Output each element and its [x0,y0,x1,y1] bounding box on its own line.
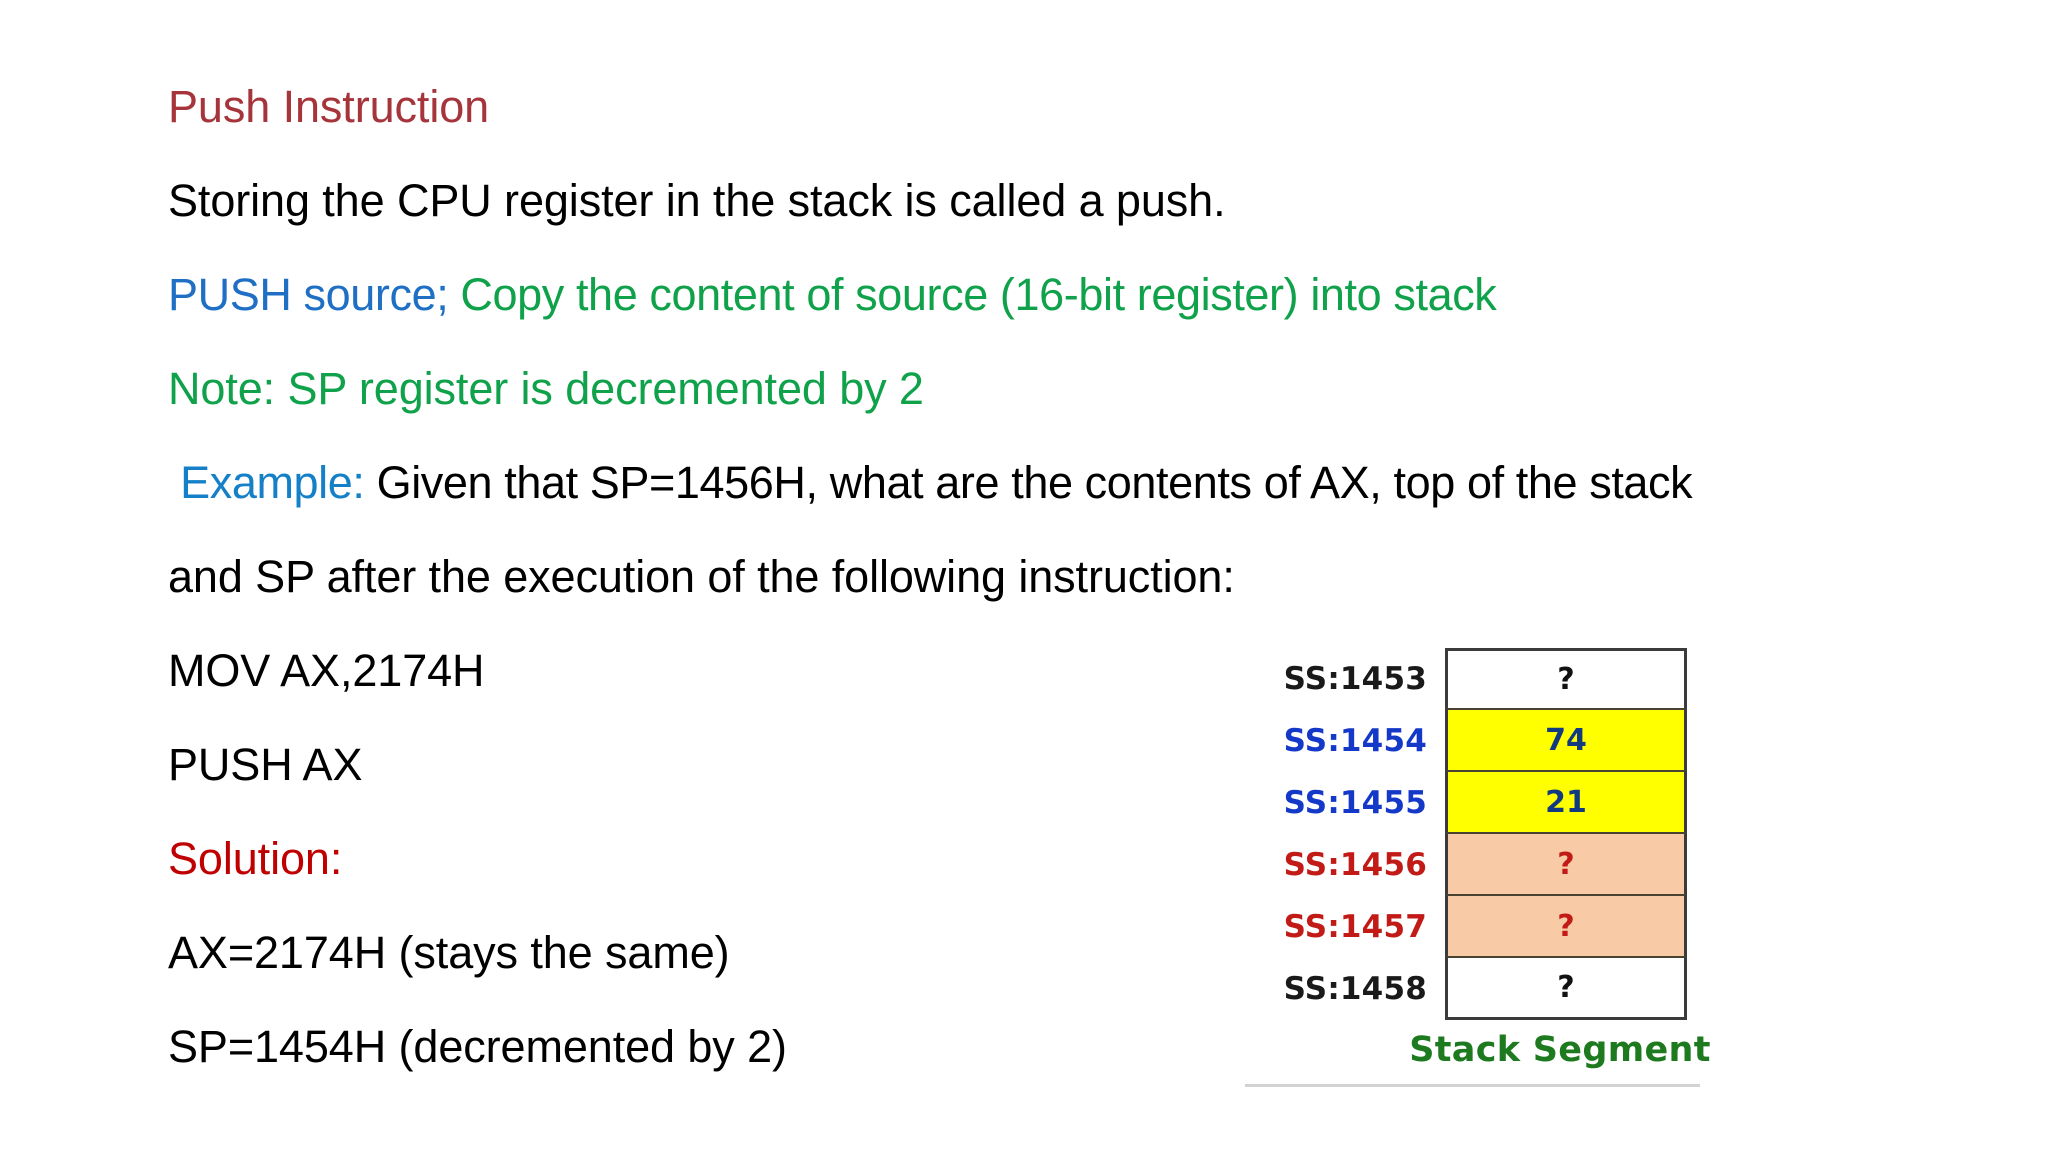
text-segment: Example: [168,457,377,508]
text-line-title: Push Instruction [168,60,1298,154]
text-segment: Push Instruction [168,81,490,132]
stack-diagram-underline [1245,1084,1700,1087]
stack-row: SS:1458? [1245,956,1725,1020]
stack-address-label: SS:1455 [1283,785,1427,821]
text-line-note: Note: SP register is decremented by 2 [168,342,1298,436]
text-segment: Note: SP register is decremented by 2 [168,363,924,414]
stack-address-label: SS:1457 [1283,909,1427,945]
stack-address-label: SS:1454 [1283,723,1427,759]
stack-cell-value: ? [1445,956,1687,1020]
text-segment: Solution: [168,833,343,884]
text-segment: PUSH AX [168,739,363,790]
text-segment: AX=2174H (stays the same) [168,927,730,978]
stack-address-label: SS:1458 [1283,971,1427,1007]
stack-row: SS:1457? [1245,894,1725,958]
text-segment: Given that SP=1456H, what are the conten… [376,457,1693,508]
text-segment: Storing the CPU register in the stack is… [168,175,1226,226]
text-segment: and SP after the execution of the follow… [168,551,1235,602]
stack-address-label: SS:1453 [1283,661,1427,697]
text-line-instruction-push: PUSH AX [168,718,1298,812]
text-line-definition: Storing the CPU register in the stack is… [168,154,1298,248]
text-line-solution-ax: AX=2174H (stays the same) [168,906,1298,1000]
stack-cell-value: ? [1445,832,1687,896]
text-segment: SP=1454H (decremented by 2) [168,1021,787,1072]
text-segment: Copy the content of source (16-bit regis… [460,269,1497,320]
text-line-example-1: Example: Given that SP=1456H, what are t… [168,436,1693,530]
text-line-instruction-mov: MOV AX,2174H [168,624,1298,718]
text-line-solution-heading: Solution: [168,812,1298,906]
stack-diagram-caption: Stack Segment [1409,1030,1711,1070]
stack-row: SS:1455 21 [1245,770,1725,834]
stack-row: SS:1454 74 [1245,708,1725,772]
stack-cell-value: ? [1445,648,1687,710]
text-line-syntax: PUSH source; Copy the content of source … [168,248,1497,342]
stack-cell-value: ? [1445,894,1687,958]
stack-row: SS:1453? [1245,648,1725,710]
text-line-example-2: and SP after the execution of the follow… [168,530,1298,624]
text-segment: MOV AX,2174H [168,645,485,696]
stack-address-label: SS:1456 [1283,847,1427,883]
stack-cell-value: 74 [1445,708,1687,772]
text-line-solution-sp: SP=1454H (decremented by 2) [168,1000,1298,1094]
text-segment: PUSH source; [168,269,461,320]
stack-row: SS:1456? [1245,832,1725,896]
stack-cell-value: 21 [1445,770,1687,834]
